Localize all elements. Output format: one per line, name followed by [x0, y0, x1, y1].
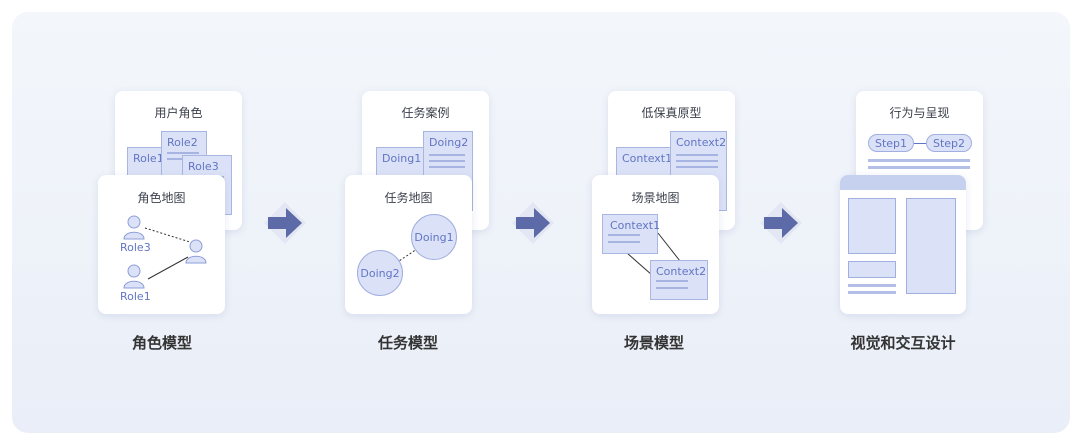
- task-node-doing1: Doing1: [411, 214, 457, 260]
- role-map-title: 角色地图: [137, 191, 186, 205]
- task-map-card: 任务地图 Doing1 Doing2: [345, 175, 472, 314]
- visual-layout-card: [840, 175, 966, 314]
- step-connector: [914, 143, 926, 144]
- role-map-links: [144, 227, 191, 280]
- role-doc-2-label: Role2: [167, 136, 198, 149]
- lofi-prototype-title: 低保真原型: [641, 106, 702, 120]
- role-doc-1-label: Role1: [133, 152, 164, 165]
- task-map-title: 任务地图: [384, 191, 433, 205]
- step-2-pill: Step2: [926, 134, 972, 152]
- context-doc-1-label: Context1: [622, 152, 673, 165]
- role-map-card: 角色地图 Role3 Role1: [98, 175, 225, 314]
- right-arrow-icon: [512, 202, 554, 244]
- person-icon: [123, 215, 145, 240]
- stage-1-label: 角色模型: [131, 334, 192, 352]
- context-doc-2-label: Context2: [676, 136, 727, 149]
- stage-4-label: 视觉和交互设计: [850, 334, 956, 352]
- user-role-title: 用户角色: [154, 106, 203, 120]
- scene-map-links: [626, 232, 681, 276]
- task-doc-2-label: Doing2: [429, 136, 469, 149]
- task-case-title: 任务案例: [401, 106, 450, 120]
- right-arrow-icon: [264, 202, 306, 244]
- scene-node-context2-label: Context2: [656, 265, 707, 278]
- role-map-node-role3: Role3: [120, 241, 151, 254]
- role-map-node-role1: Role1: [120, 290, 151, 303]
- person-icon: [185, 239, 207, 264]
- layout-text-line: [848, 291, 896, 294]
- person-icon: [123, 264, 145, 289]
- layout-text-line: [848, 284, 896, 287]
- stage-3-label: 场景模型: [623, 334, 684, 352]
- layout-header-bar: [840, 175, 966, 190]
- text-line: [868, 159, 970, 162]
- text-line: [868, 166, 970, 169]
- step-1-pill: Step1: [868, 134, 914, 152]
- scene-node-context2: Context2: [650, 260, 708, 300]
- right-arrow-icon: [760, 202, 802, 244]
- scene-map-card: 场景地图 Context1 Context2: [592, 175, 719, 314]
- task-node-doing2: Doing2: [357, 250, 403, 296]
- scene-map-title: 场景地图: [631, 191, 680, 205]
- layout-block-3: [906, 198, 956, 294]
- task-doc-1-label: Doing1: [382, 152, 422, 165]
- behavior-presentation-title: 行为与呈现: [889, 106, 950, 120]
- scene-node-context1: Context1: [602, 214, 661, 254]
- scene-node-context1-label: Context1: [610, 219, 661, 232]
- process-diagram: 用户角色 Role1 Role2 Role3 角色地图 Role3: [12, 12, 1070, 433]
- layout-block-1: [848, 198, 896, 254]
- role-doc-3-label: Role3: [188, 160, 219, 173]
- layout-block-2: [848, 261, 896, 278]
- stage-2-label: 任务模型: [377, 334, 438, 352]
